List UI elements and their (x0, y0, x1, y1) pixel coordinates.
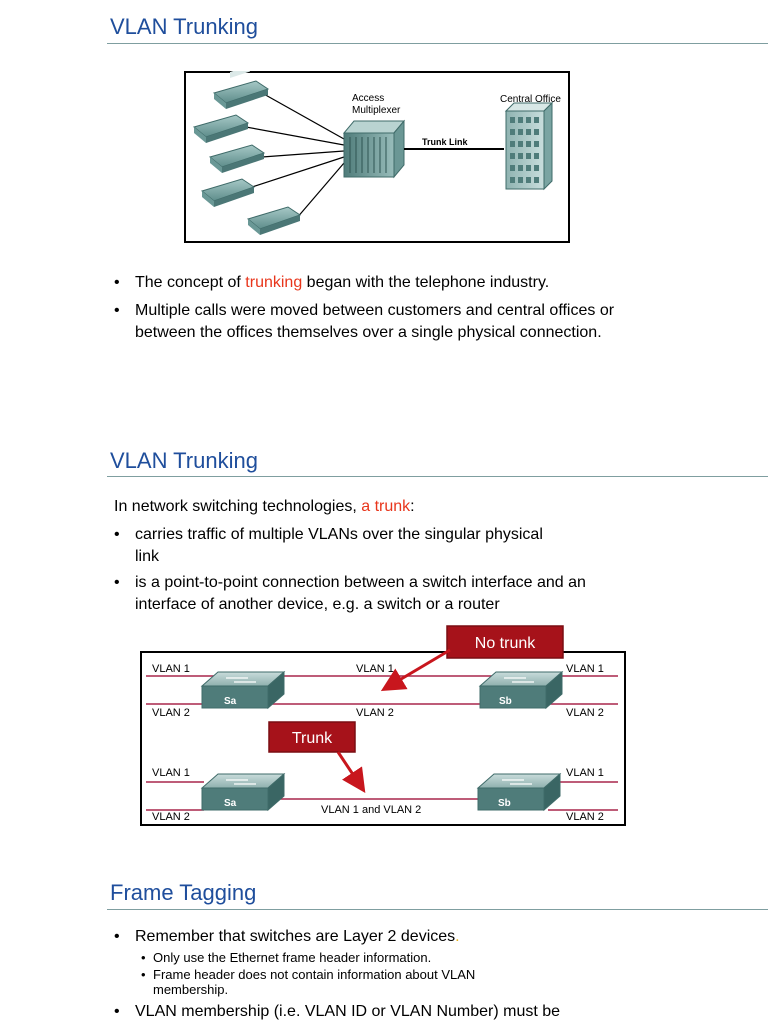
telephone-icon-3 (208, 144, 266, 173)
vlan2-label-middle-top: VLAN 2 (356, 707, 394, 719)
section3-title: Frame Tagging (110, 880, 257, 905)
section3-title-rule (107, 909, 768, 910)
section2-bullet-1: carries traffic of multiple VLANs over t… (114, 524, 555, 568)
switch-sa-top-icon (200, 670, 286, 710)
section3-bullet-1: Remember that switches are Layer 2 devic… (114, 926, 674, 997)
switch-sb-bottom-icon (476, 772, 562, 812)
section2-title-rule (107, 476, 768, 477)
section1-bullet-2: Multiple calls were moved between custom… (114, 300, 635, 344)
switch-sa-bottom-label: Sa (224, 798, 237, 809)
vlan1-label-middle-top: VLAN 1 (356, 663, 394, 675)
access-multiplexer-icon (342, 119, 406, 179)
telephone-trunk-diagram: Access Multiplexer Central Office Trunk … (184, 71, 570, 243)
vlan2-label-left-top: VLAN 2 (152, 707, 190, 719)
switch-sb-bottom-label: Sb (498, 798, 511, 809)
vlan1-and-vlan2-label: VLAN 1 and VLAN 2 (321, 804, 421, 816)
access-multiplexer-label-line1: Access (352, 93, 384, 104)
switch-sb-top-label: Sb (499, 696, 512, 707)
telephone-icon-4 (200, 178, 256, 207)
section2-intro: In network switching technologies, a tru… (114, 498, 415, 515)
access-multiplexer-label-line2: Multiplexer (352, 105, 401, 116)
no-trunk-callout (446, 625, 564, 659)
section1-title-rule (107, 43, 768, 44)
vlan1-label-right-bottom: VLAN 1 (566, 767, 604, 779)
trunk-callout (268, 721, 356, 753)
central-office-building-icon (504, 101, 554, 191)
section1-bullet-1: The concept of trunking began with the t… (114, 272, 674, 294)
vlan2-label-right-top: VLAN 2 (566, 707, 604, 719)
telephone-icon-1 (212, 71, 270, 109)
vlan1-label-left-bottom: VLAN 1 (152, 767, 190, 779)
section3-sub-bullet-1: Only use the Ethernet frame header infor… (135, 950, 674, 965)
vlan2-label-left-bottom: VLAN 2 (152, 811, 190, 823)
no-trunk-label: No trunk (475, 635, 536, 652)
trunk-arrow (336, 751, 366, 793)
vlan1-label-left-top: VLAN 1 (152, 663, 190, 675)
telephone-icon-5 (246, 206, 302, 235)
switch-sa-bottom-icon (200, 772, 286, 812)
switch-sa-top-label: Sa (224, 696, 237, 707)
trunk-link-label: Trunk Link (422, 137, 469, 147)
central-office-label: Central Office (500, 94, 561, 105)
section1-bullets: The concept of trunking began with the t… (114, 272, 674, 350)
trunk-label: Trunk (292, 730, 333, 747)
section1-title: VLAN Trunking (110, 14, 258, 39)
section2-title: VLAN Trunking (110, 448, 258, 473)
vlan-trunk-diagram: Sa Sb Sa Sb VLAN 1 VLAN 2 VLAN 1 VLAN 2 … (140, 625, 626, 826)
trunking-highlight: trunking (245, 274, 303, 291)
section3-sub-bullets: Only use the Ethernet frame header infor… (135, 950, 674, 997)
section3-bullet-2: VLAN membership (i.e. VLAN ID or VLAN Nu… (114, 1001, 674, 1023)
section3-sub-bullet-2: Frame header does not contain informatio… (135, 967, 533, 997)
phone-lines (245, 92, 345, 220)
vlan2-label-right-bottom: VLAN 2 (566, 811, 604, 823)
a-trunk-highlight: a trunk (361, 498, 411, 515)
vlan1-label-right-top: VLAN 1 (566, 663, 604, 675)
telephone-icon-2 (192, 114, 250, 143)
section2-bullets: carries traffic of multiple VLANs over t… (114, 524, 645, 622)
section2-bullet-2: is a point-to-point connection between a… (114, 572, 645, 616)
no-trunk-arrow (380, 648, 451, 692)
section3-bullets: Remember that switches are Layer 2 devic… (114, 926, 674, 1029)
switch-sb-top-icon (478, 670, 564, 710)
